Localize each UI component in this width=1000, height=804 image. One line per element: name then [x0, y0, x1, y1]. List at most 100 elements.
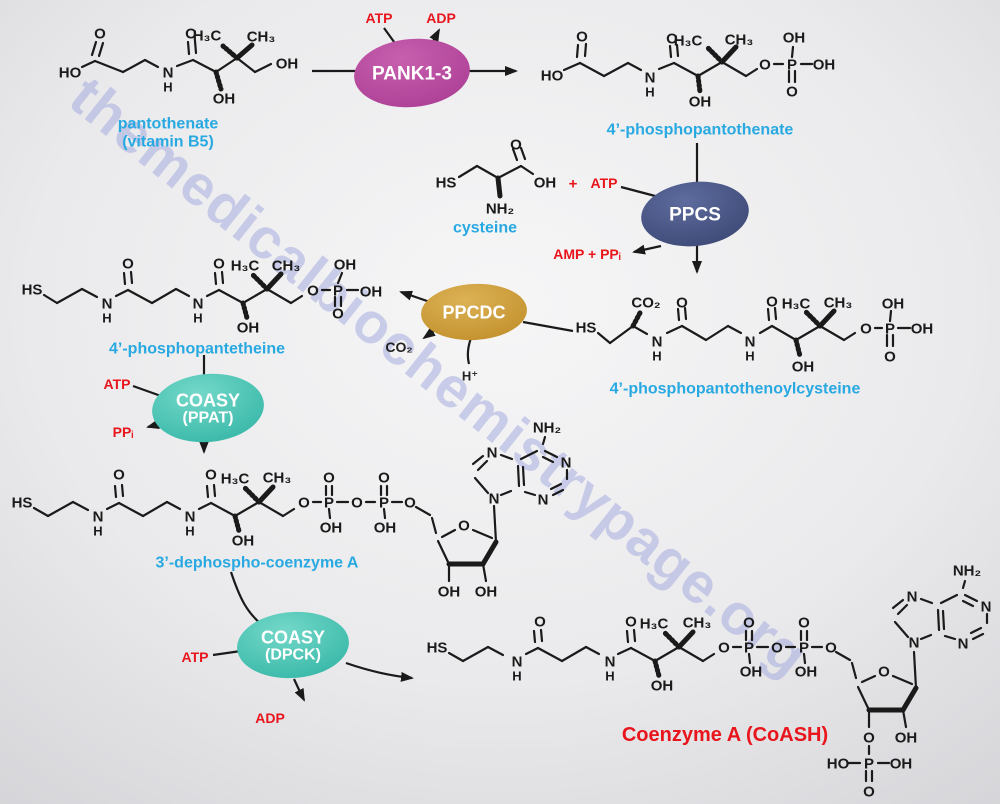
- ppcs-label: PPCS: [669, 205, 721, 226]
- bond: [336, 271, 344, 285]
- bond: [476, 459, 489, 472]
- bond: [543, 449, 559, 459]
- bond: [281, 507, 296, 518]
- wedge-bond: [234, 42, 255, 61]
- atom-label: O: [113, 466, 125, 483]
- bond: [382, 507, 387, 520]
- atom-label: OH: [895, 729, 918, 746]
- atom-label: H: [605, 669, 614, 684]
- atom-label: CH₃: [725, 31, 754, 48]
- enzyme-pank1-3: PANK1-3: [354, 38, 470, 108]
- bond: [174, 287, 191, 298]
- bond: [475, 164, 500, 180]
- bond: [961, 599, 975, 608]
- bond: [758, 324, 774, 335]
- atom-label: H: [645, 85, 654, 100]
- bond: [672, 61, 700, 78]
- atom-label: H₃C: [640, 615, 669, 632]
- plus-sign: +: [569, 175, 578, 192]
- atom-label: N: [489, 490, 500, 507]
- atom-label: OH: [232, 532, 255, 549]
- arrow-dpck-to-coa: [345, 661, 414, 682]
- bond: [943, 634, 957, 641]
- line-atp-to-dpck: [212, 649, 242, 657]
- atom-label: H: [102, 311, 111, 326]
- bond: [143, 58, 160, 69]
- atom-label: P: [379, 494, 389, 511]
- coasy-ppat-label: COASY: [176, 390, 240, 410]
- atom-label: O: [718, 639, 730, 656]
- bond: [42, 293, 59, 305]
- dephospho-coa-name: 3’-dephospho-coenzyme A: [156, 555, 359, 572]
- wedge-bond: [817, 308, 837, 329]
- bond: [744, 67, 759, 78]
- atom-label: O: [576, 28, 588, 45]
- bond: [481, 562, 488, 583]
- bond: [541, 435, 547, 446]
- line-dephosphocoa-to-dpck: [229, 571, 262, 625]
- phosphopantetheine-name: 4’-phosphopantetheine: [109, 341, 285, 358]
- bond: [891, 674, 914, 686]
- bond: [912, 650, 918, 690]
- atom-label: OH: [651, 677, 674, 694]
- bond: [55, 287, 84, 305]
- bond: [117, 501, 145, 518]
- atom-label: HS: [436, 174, 457, 191]
- arrow-ppcdc-to-phosphopantetheine: [399, 290, 431, 304]
- atom-label: H: [185, 524, 194, 539]
- atom-label: H: [652, 349, 661, 364]
- atom-label: HO: [541, 67, 564, 84]
- bond: [414, 505, 432, 517]
- wedge-bond: [256, 484, 276, 505]
- line-phosphopantothenoylcysteine-to-ppcdc: [522, 320, 574, 333]
- bond: [790, 45, 795, 59]
- bond: [186, 40, 191, 56]
- coasy-ppat-blob: [152, 373, 264, 443]
- atom-label: O: [510, 136, 522, 153]
- bond: [562, 61, 582, 72]
- atom-label: CH₃: [824, 294, 853, 311]
- bond: [665, 324, 684, 335]
- bond: [860, 674, 877, 684]
- line-atp-to-ppcs: [620, 185, 660, 199]
- bond: [616, 646, 633, 656]
- bond: [213, 271, 218, 286]
- bond: [217, 288, 245, 305]
- bond: [471, 528, 494, 540]
- bond: [71, 500, 90, 512]
- bond: [896, 603, 909, 616]
- atom-label: O: [307, 282, 319, 299]
- atom-label: N: [958, 635, 969, 652]
- bond: [265, 287, 293, 305]
- bond: [233, 500, 261, 518]
- atom-label: H: [163, 80, 172, 95]
- atom-label: N: [909, 634, 920, 651]
- atom-label: OH: [276, 55, 299, 72]
- atom-label: HS: [427, 639, 448, 656]
- pantothenate-name-line2: (vitamin B5): [122, 134, 214, 151]
- bond: [747, 652, 752, 665]
- hash-bond: [803, 309, 823, 329]
- atom-label: O: [185, 25, 197, 42]
- bond: [46, 500, 75, 518]
- bond: [677, 645, 705, 663]
- bond: [447, 651, 465, 663]
- atom-label: H₃C: [221, 470, 250, 487]
- bond: [205, 484, 210, 499]
- hash-bond: [662, 630, 682, 650]
- hash-bond: [232, 513, 242, 534]
- bond: [794, 324, 822, 342]
- bond: [516, 464, 521, 488]
- atom-label: N: [605, 653, 616, 670]
- hash-bond: [240, 300, 250, 321]
- bond: [129, 270, 134, 285]
- atom-label: N: [981, 598, 992, 615]
- bond: [726, 324, 743, 335]
- atom-label: O: [213, 255, 225, 272]
- atom-label: P: [885, 320, 895, 337]
- atom-label: N: [561, 454, 572, 471]
- ppcdc-blob: [421, 283, 527, 341]
